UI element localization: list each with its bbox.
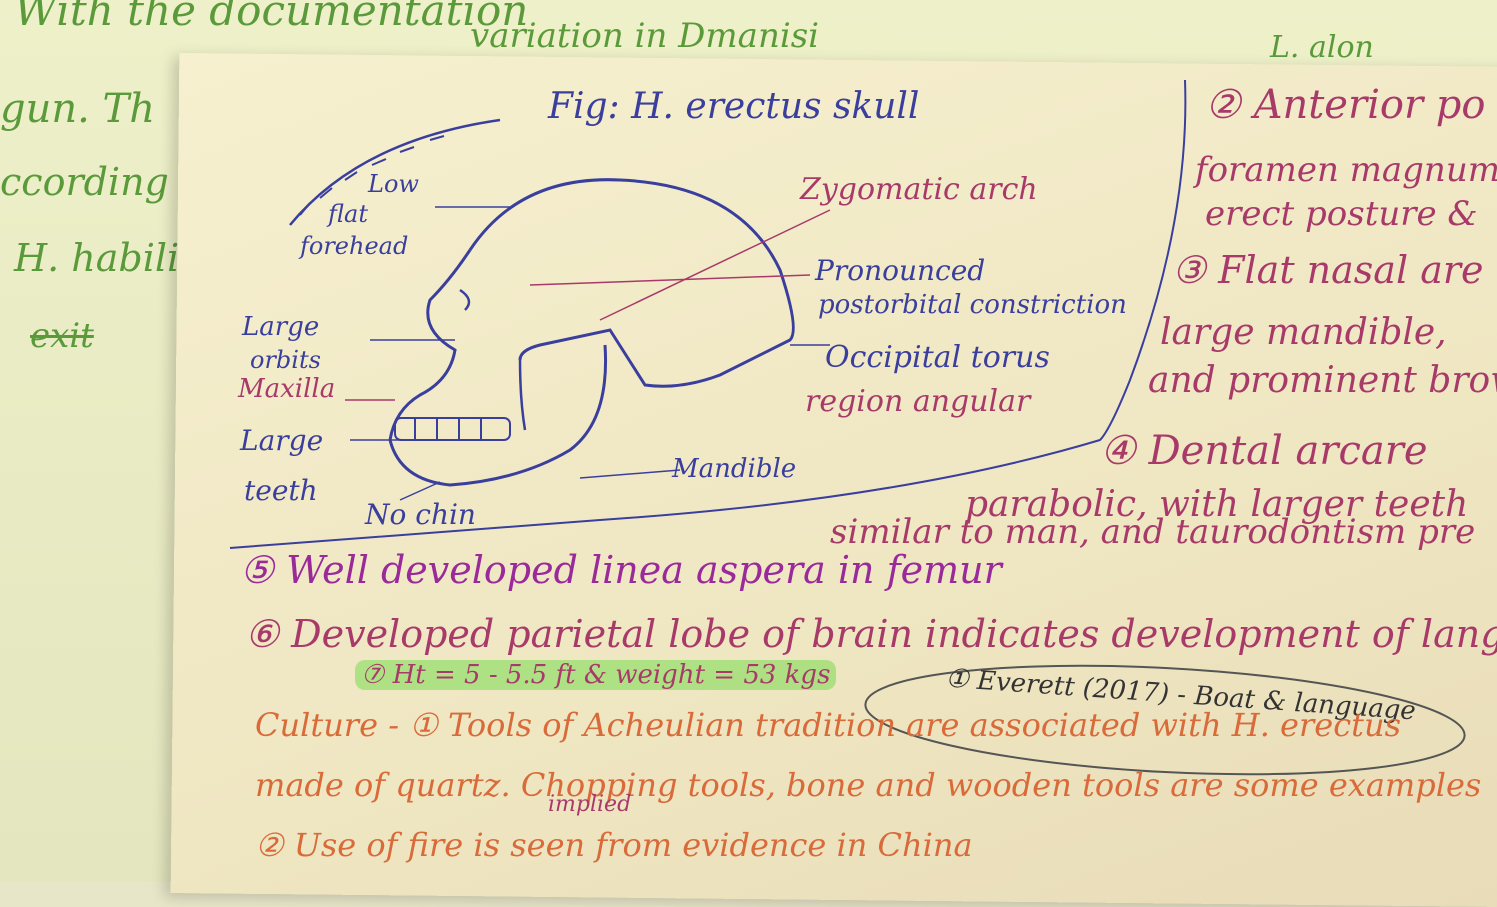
note-point-7-text: ⑦ Ht = 5 - 5.5 ft & weight = 53 kgs <box>355 660 837 690</box>
right-point-2c: erect posture & <box>1205 194 1478 234</box>
right-point-2: ② Anterior po <box>1205 82 1486 128</box>
label-forehead: forehead <box>300 232 409 260</box>
right-point-3: ③ Flat nasal are <box>1172 248 1484 292</box>
note-point-6: ⑥ Developed parietal lobe of brain indic… <box>245 612 1497 656</box>
label-large-teeth-1: Large <box>240 424 324 457</box>
right-point-4c: similar to man, and taurodontism pre <box>830 512 1476 552</box>
note-implied: implied <box>548 792 632 817</box>
label-large-teeth-2: teeth <box>244 474 318 507</box>
label-mandible: Mandible <box>672 454 797 484</box>
label-low: Low <box>368 170 419 198</box>
right-point-4b: parabolic, with larger teeth <box>965 484 1469 525</box>
label-postorbital: postorbital constriction <box>818 290 1127 320</box>
label-pronounced: Pronounced <box>815 254 986 287</box>
label-large-orbits-2: orbits <box>250 346 321 374</box>
label-occipital: Occipital torus <box>825 340 1050 375</box>
label-no-chin: No chin <box>365 498 476 531</box>
back-corner-note: L. alon <box>1270 30 1374 65</box>
back-line-1: With the documentation <box>14 0 529 35</box>
back-line-3: gun. Th <box>0 86 155 132</box>
right-point-3c: and prominent brow <box>1148 360 1497 401</box>
right-point-4: ④ Dental arcare <box>1100 428 1428 474</box>
label-region-angular: region angular <box>805 384 1031 419</box>
right-point-3b: large mandible, <box>1160 312 1447 353</box>
back-line-2: variation in Dmanisi <box>470 16 820 56</box>
note-point-5: ⑤ Well developed linea aspera in femur <box>240 548 1002 592</box>
right-point-3c-text: and prominent brow <box>1148 360 1497 401</box>
label-flat: flat <box>328 200 368 228</box>
skull-sketch <box>229 79 1466 776</box>
back-line-6: exit <box>30 316 94 356</box>
figure-title: Fig: H. erectus skull <box>548 86 920 127</box>
back-line-5: H. habilis <box>14 236 199 280</box>
note-point-7: ⑦ Ht = 5 - 5.5 ft & weight = 53 kgs <box>355 660 837 690</box>
label-maxilla: Maxilla <box>238 374 336 404</box>
right-point-2b: foramen magnum <box>1195 150 1497 190</box>
note-culture-1b: made of quartz. Chopping tools, bone and… <box>255 766 1482 804</box>
note-culture-2: ② Use of fire is seen from evidence in C… <box>255 826 973 864</box>
note-culture-1: Culture - ① Tools of Acheulian tradition… <box>255 706 1402 744</box>
label-zygomatic-arch: Zygomatic arch <box>800 172 1038 207</box>
label-large-orbits-1: Large <box>242 312 320 342</box>
